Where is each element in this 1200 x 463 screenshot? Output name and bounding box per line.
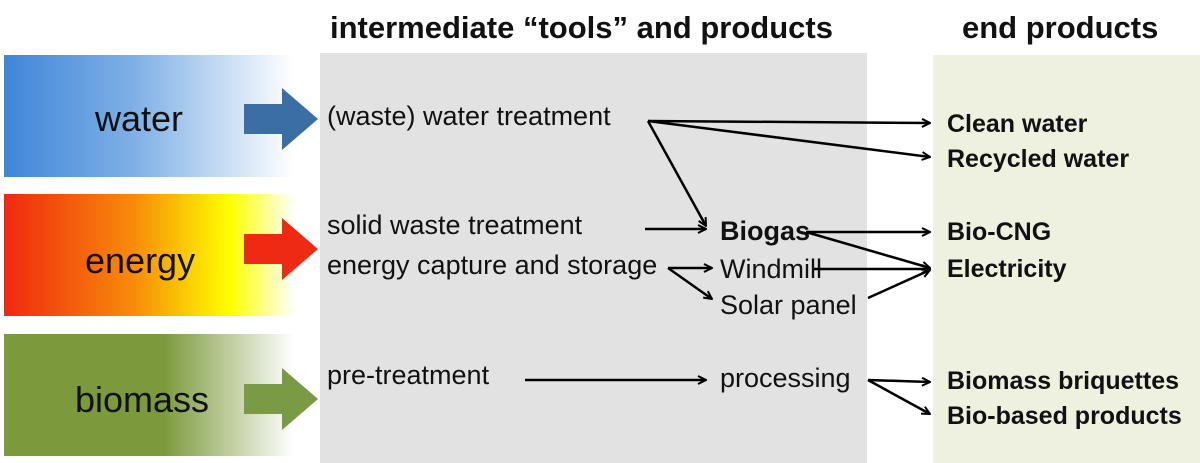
bio-based-products-label: Bio-based products xyxy=(947,402,1182,430)
end-products-panel xyxy=(933,55,1200,463)
biogas-label: Biogas xyxy=(720,216,811,246)
arrow-solar-to-electricity xyxy=(867,270,930,300)
energy-label: energy xyxy=(85,240,196,281)
arrow-treatment-to-recycled-water xyxy=(647,119,930,157)
pre-treatment-label: pre-treatment xyxy=(327,360,490,390)
recycled-water-label: Recycled water xyxy=(947,145,1130,173)
electricity-label: Electricity xyxy=(947,255,1067,283)
arrow-biogas-to-electricity xyxy=(805,230,930,268)
biomass-briquettes-label: Biomass briquettes xyxy=(947,367,1180,395)
clean-water-label: Clean water xyxy=(947,110,1088,138)
end-products-header: end products xyxy=(962,10,1159,45)
water-label: water xyxy=(95,98,184,139)
arrow-processing-to-bio-based xyxy=(867,378,930,416)
bio-cng-label: Bio-CNG xyxy=(947,218,1052,246)
solid-waste-label: solid waste treatment xyxy=(327,210,583,240)
energy-block-arrow xyxy=(244,218,318,280)
windmill-label: Windmill xyxy=(720,254,823,284)
arrow-capture-to-solar xyxy=(667,266,712,299)
arrow-treatment-to-biogas xyxy=(646,120,708,226)
biomass-block-arrow xyxy=(244,368,318,430)
arrow-processing-to-briquettes xyxy=(867,380,930,382)
water-block-arrow xyxy=(244,88,318,150)
water-treatment-label: (waste) water treatment xyxy=(327,101,611,131)
processing-label: processing xyxy=(720,363,851,393)
solar-panel-label: Solar panel xyxy=(720,290,857,320)
energy-capture-label: energy capture and storage xyxy=(327,250,658,280)
intermediate-header: intermediate “tools” and products xyxy=(330,10,833,45)
biomass-label: biomass xyxy=(75,379,210,420)
arrow-treatment-to-clean-water xyxy=(647,121,930,123)
